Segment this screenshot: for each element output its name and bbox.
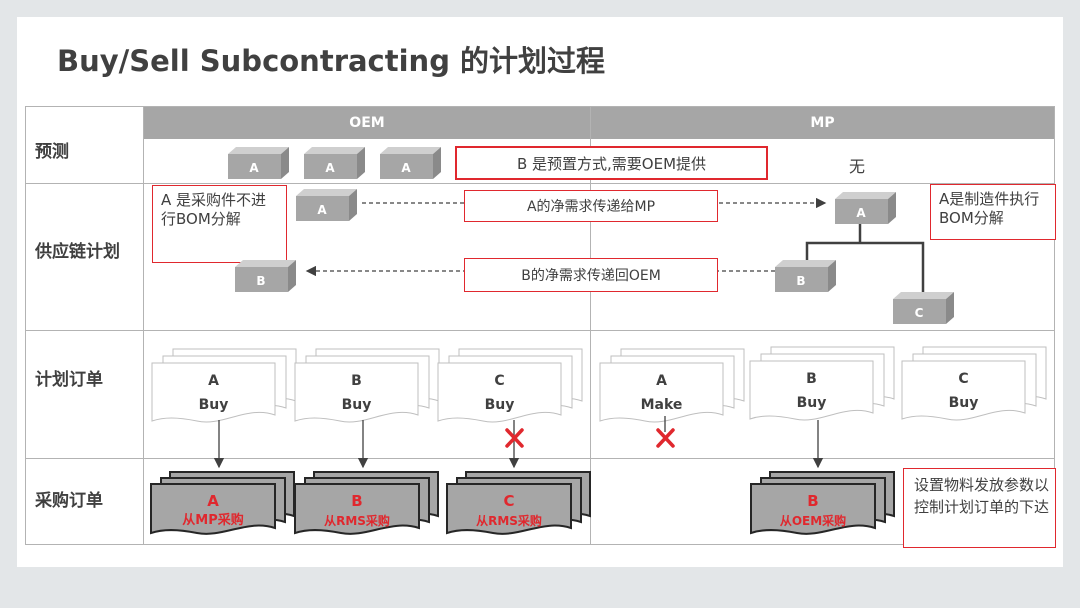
plan-order-action: Buy [948,395,979,411]
purchase-order-source: 从MP采购 [182,513,244,528]
note-a-manufactured: A是制造件执行BOM分解 [930,184,1056,240]
column-header-oem: OEM [144,107,590,139]
purchase-order-c: C 从RMS采购 [447,491,571,531]
plan-order-a: A Buy [152,369,275,417]
plan-order-a-make: A Make [600,369,723,417]
plan-order-action: Buy [198,397,229,413]
blocked-x-icon [505,428,524,448]
label-b-net-demand: B的净需求传递回OEM [464,258,718,292]
forecast-cube-1: A [228,147,289,179]
plan-order-b: B Buy [295,369,418,417]
cube-a-oem: A [296,189,357,221]
plan-order-item: B [806,371,817,387]
cube-label: C [915,306,924,320]
plan-order-c-mp: C Buy [902,367,1025,415]
plan-order-item: C [494,373,505,389]
purchase-order-source: 从RMS采购 [476,514,542,528]
purchase-order-item: B [807,492,819,510]
purchase-order-item: B [351,492,363,510]
plan-order-item: A [656,373,667,389]
forecast-cube-2: A [304,147,365,179]
cube-label: A [317,203,327,217]
row-label-plan-order: 计划订单 [35,370,103,390]
row-label-purchase-order: 采购订单 [35,491,103,511]
bom-tree-line [805,241,925,297]
plan-order-item: B [351,373,362,389]
forecast-cube-3: A [380,147,441,179]
plan-order-item: A [208,373,219,389]
cube-a-mp: A [835,192,896,224]
purchase-order-b-mp: B 从OEM采购 [751,491,875,531]
cube-label: B [796,274,805,288]
plan-order-action: Buy [796,395,827,411]
row-label-supply-plan: 供应链计划 [35,242,120,262]
purchase-order-source: 从OEM采购 [779,514,847,528]
cube-label: A [856,206,866,220]
page-title: Buy/Sell Subcontracting 的计划过程 [57,44,606,78]
plan-order-b-mp: B Buy [750,367,873,415]
column-header-mp: MP [591,107,1054,139]
purchase-order-item: C [503,492,515,510]
plan-order-action: Buy [341,397,372,413]
purchase-order-source: 从RMS采购 [324,514,390,528]
release-param-note: 设置物料发放参数以控制计划订单的下达 [903,468,1056,548]
cube-label: B [256,274,265,288]
note-a-purchased: A 是采购件不进行BOM分解 [152,185,287,263]
cube-c-mp: C [893,292,954,324]
purchase-order-a: A 从MP采购 [151,491,275,531]
cube-b-mp: B [775,260,836,292]
cube-label: A [325,161,335,175]
blocked-x-icon [656,428,675,448]
label-a-net-demand: A的净需求传递给MP [464,190,718,222]
plan-order-c: C Buy [438,369,561,417]
cube-b-oem: B [235,260,296,292]
plan-order-action: Buy [484,397,515,413]
cube-label: A [249,161,259,175]
row-label-forecast: 预测 [35,142,69,162]
cube-label: A [401,161,411,175]
plan-order-item: C [958,371,969,387]
mp-forecast-none: 无 [849,157,866,176]
purchase-order-item: A [207,492,219,510]
b-preset-note: B 是预置方式,需要OEM提供 [455,146,768,180]
plan-order-action: Make [640,397,683,413]
purchase-order-b: B 从RMS采购 [295,491,419,531]
